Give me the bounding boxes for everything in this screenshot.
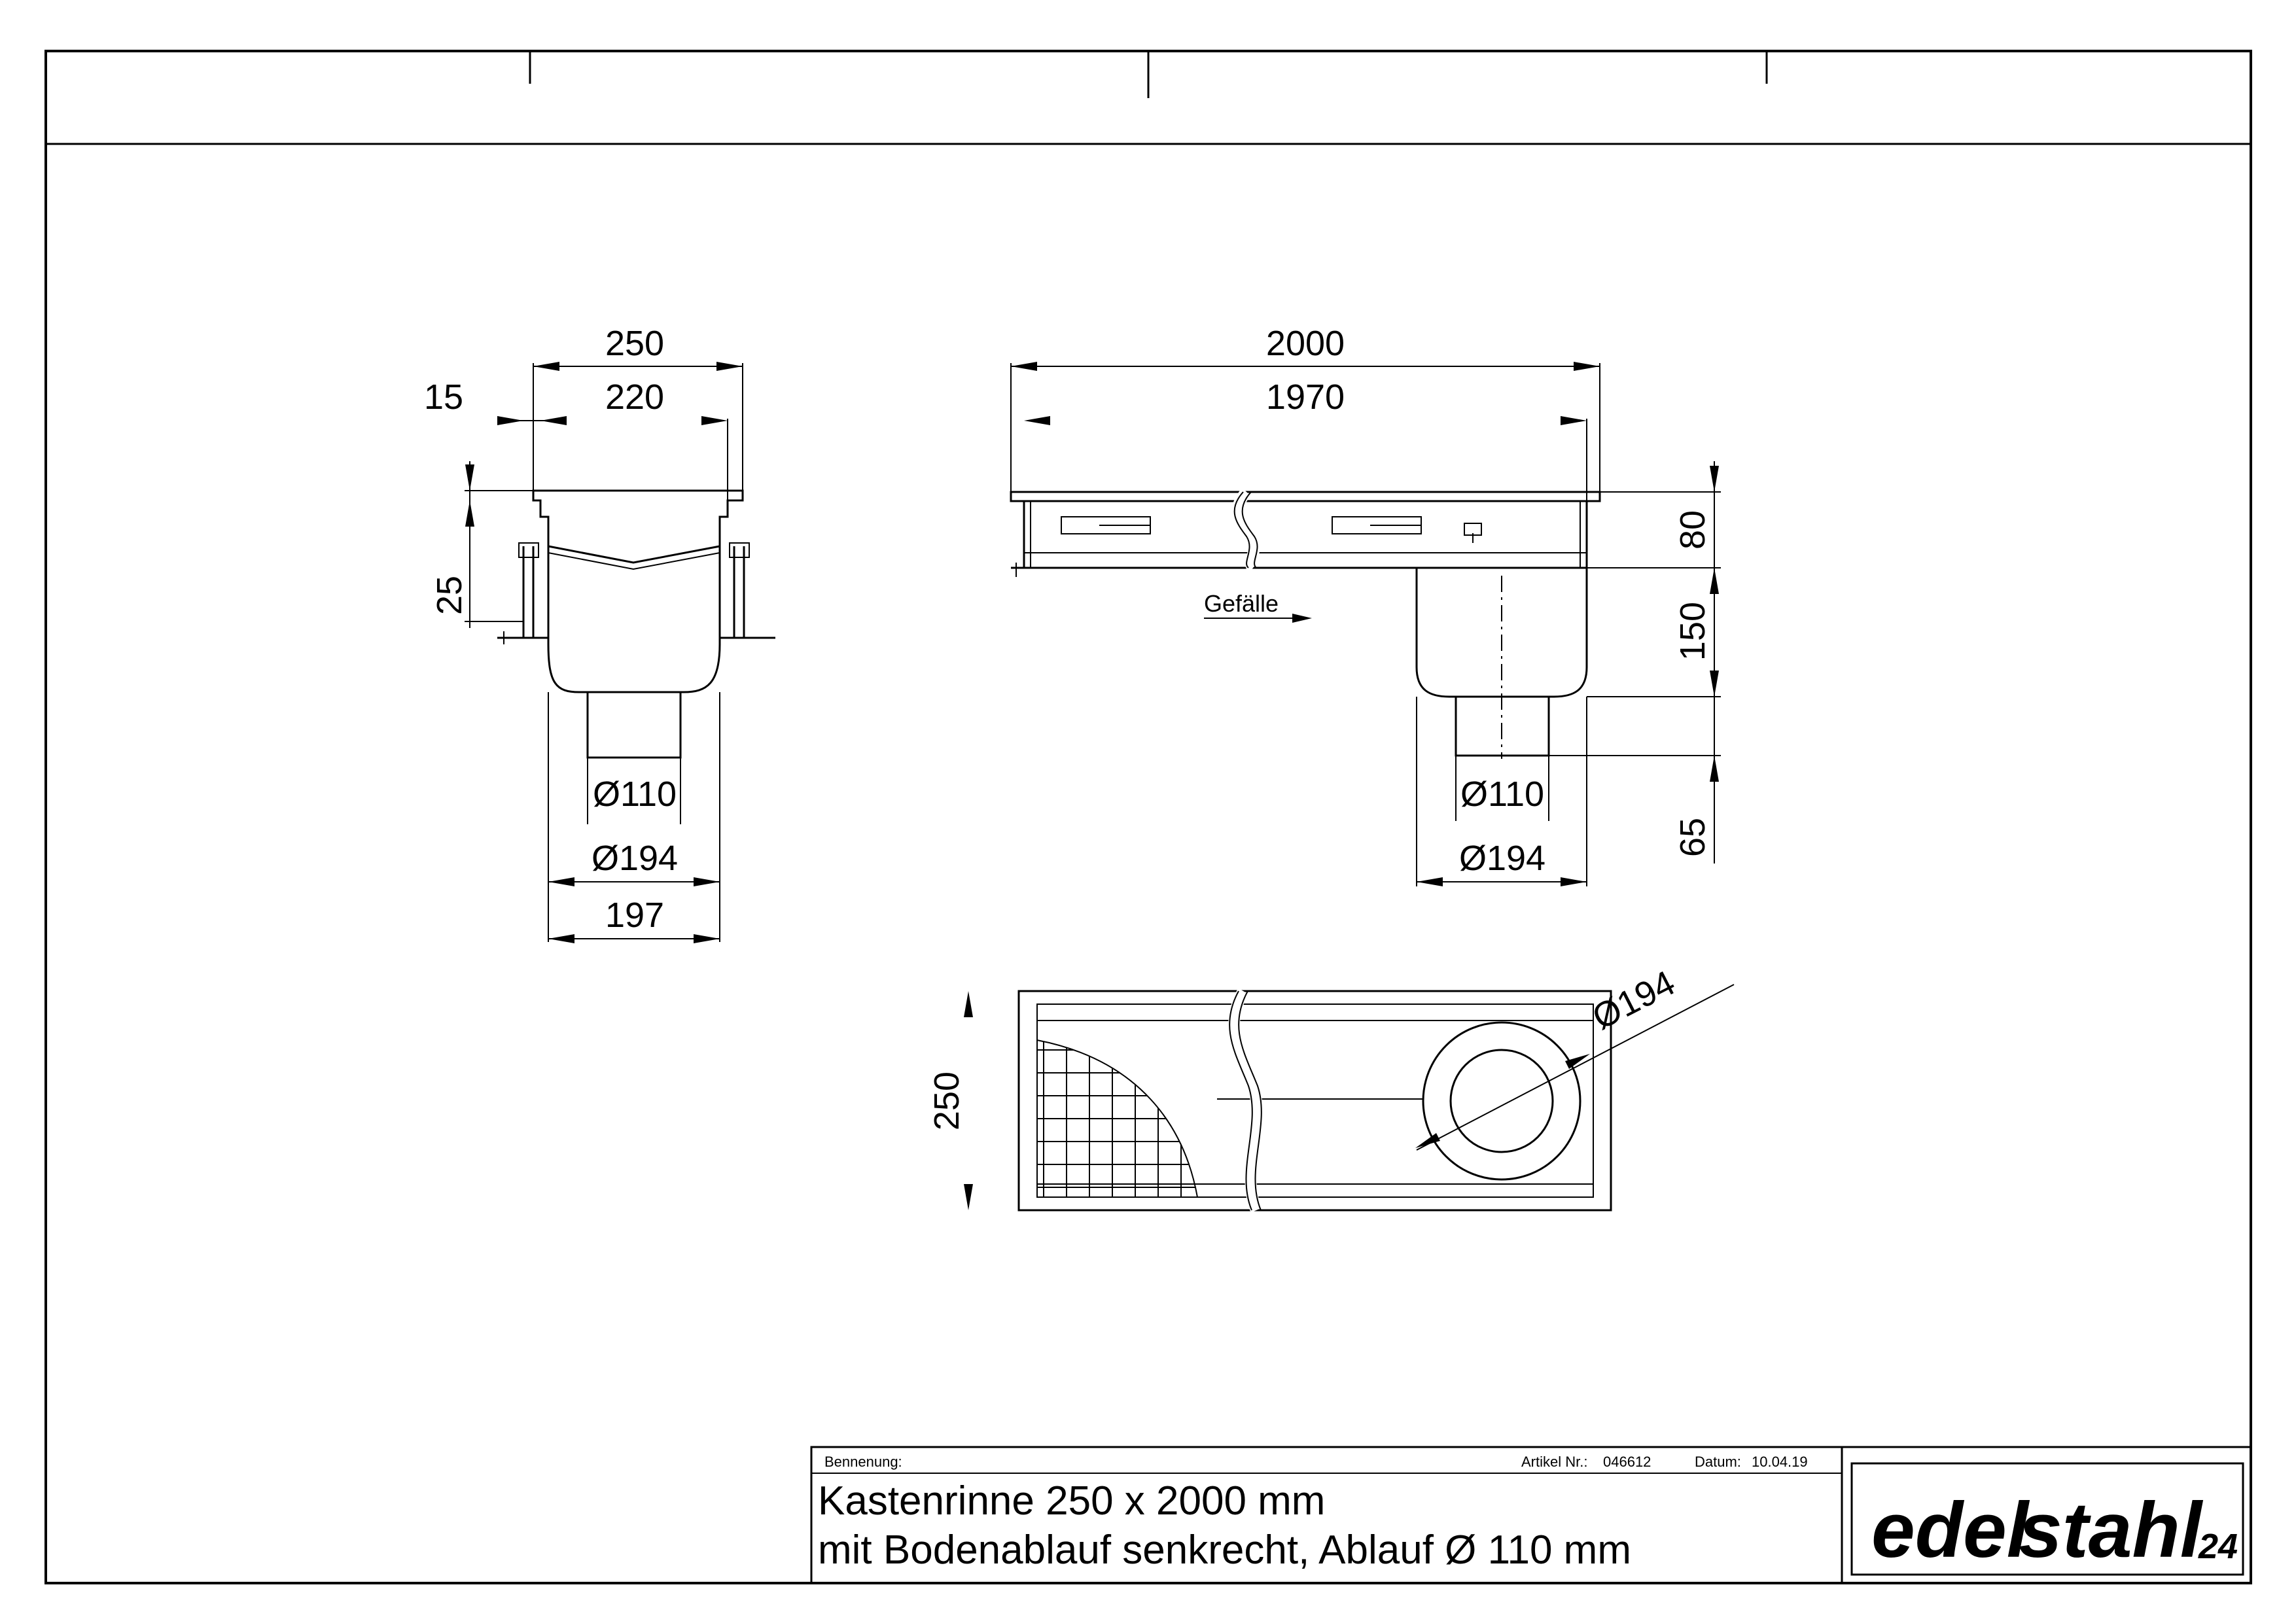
drawing-frame	[44, 50, 2252, 1584]
side-width-outer-label: 250	[605, 324, 664, 363]
top-view: Ø194 250	[927, 963, 1735, 1213]
date-value: 10.04.19	[1752, 1454, 1808, 1470]
grating-pattern	[1037, 1040, 1197, 1197]
front-height-channel-label: 80	[1673, 510, 1712, 550]
front-outlet-dia-label: Ø110	[1460, 775, 1544, 814]
front-view: 2000 1970 80 150 65 Ø110 Ø194 Gefälle	[1010, 324, 1721, 886]
side-view: 250 220 15 25 Ø110 Ø194 197	[424, 324, 775, 943]
title-line-2: mit Bodenablauf senkrecht, Ablauf Ø 110 …	[818, 1527, 1631, 1573]
date-label: Datum:	[1695, 1454, 1741, 1470]
logo-part-3: 24	[2198, 1527, 2238, 1566]
side-body-width-label: 197	[605, 896, 664, 935]
slope-label: Gefälle	[1204, 590, 1279, 617]
side-body-dia-label: Ø194	[592, 839, 678, 878]
front-length-outer-label: 2000	[1266, 324, 1345, 363]
logo-part-1: edel	[1871, 1486, 2030, 1574]
side-depth-label: 25	[430, 576, 469, 615]
company-logo: edel stahl 24	[1850, 1462, 2244, 1576]
title-line-1: Kastenrinne 250 x 2000 mm	[818, 1478, 1325, 1524]
article-number: 046612	[1603, 1454, 1651, 1470]
top-width-label: 250	[927, 1072, 966, 1130]
side-outlet-dia-label: Ø110	[593, 775, 677, 814]
front-height-body-label: 150	[1673, 602, 1712, 661]
front-body-dia-label: Ø194	[1459, 839, 1545, 878]
designation-label: Bennenung:	[824, 1454, 902, 1470]
front-length-inner-label: 1970	[1266, 377, 1345, 417]
article-label: Artikel Nr.:	[1521, 1454, 1587, 1470]
top-body-dia-label: Ø194	[1586, 963, 1681, 1037]
front-height-outlet-label: 65	[1673, 818, 1712, 857]
side-width-inner-label: 220	[605, 377, 664, 417]
logo-part-2: stahl	[2019, 1486, 2204, 1574]
side-flange-label: 15	[424, 377, 463, 417]
title-block: Bennenung: Artikel Nr.: 046612 Datum: 10…	[810, 1446, 2252, 1584]
